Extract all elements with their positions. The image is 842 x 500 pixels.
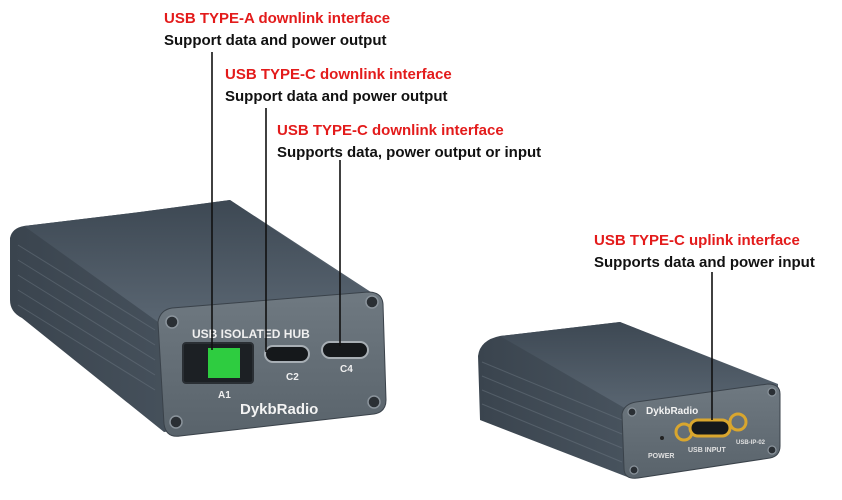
callout-desc: Supports data and power input — [594, 254, 815, 271]
callout-usb-c2: USB TYPE-C downlink interface Support da… — [225, 64, 452, 108]
callout-usb-a: USB TYPE-A downlink interface Support da… — [164, 8, 390, 52]
port-label-c4: C4 — [340, 364, 353, 375]
callout-desc: Support data and power output — [164, 32, 387, 49]
screw-icons — [165, 295, 381, 429]
port-label-c2: C2 — [286, 372, 299, 383]
brand-logo-right: DykbRadio — [646, 406, 698, 417]
right-device: DykbRadio POWER USB INPUT USB-IP-02 — [478, 322, 781, 479]
usb-input-label: USB INPUT — [688, 447, 726, 454]
brand-logo-left: DykbRadio — [240, 401, 318, 418]
power-label: POWER — [648, 453, 674, 460]
panel-title: USB ISOLATED HUB — [192, 327, 310, 341]
callout-desc: Supports data, power output or input — [277, 144, 542, 161]
front-panel — [157, 291, 387, 437]
usb-c-input-port-icon — [688, 418, 732, 438]
model-label: USB-IP-02 — [736, 440, 766, 446]
callout-title: USB TYPE-C uplink interface — [594, 232, 800, 249]
usb-c-port-c4-icon — [321, 341, 369, 359]
screw-icons-right — [627, 387, 777, 475]
leader-lines — [211, 52, 713, 420]
port-label-a1: A1 — [218, 390, 231, 401]
callout-title: USB TYPE-A downlink interface — [164, 10, 391, 27]
green-led-insert — [208, 348, 240, 378]
callout-usb-c4: USB TYPE-C downlink interface Supports d… — [277, 120, 541, 164]
left-device: USB ISOLATED HUB A1 C2 C4 DykbRadio — [10, 200, 387, 437]
callout-title: USB TYPE-C downlink interface — [277, 122, 504, 139]
usb-c-port-c2-icon — [264, 345, 310, 363]
callout-title: USB TYPE-C downlink interface — [225, 66, 452, 83]
power-led-icon — [660, 436, 664, 440]
callout-uplink: USB TYPE-C uplink interface Supports dat… — [594, 230, 815, 274]
callout-desc: Support data and power output — [225, 88, 448, 105]
